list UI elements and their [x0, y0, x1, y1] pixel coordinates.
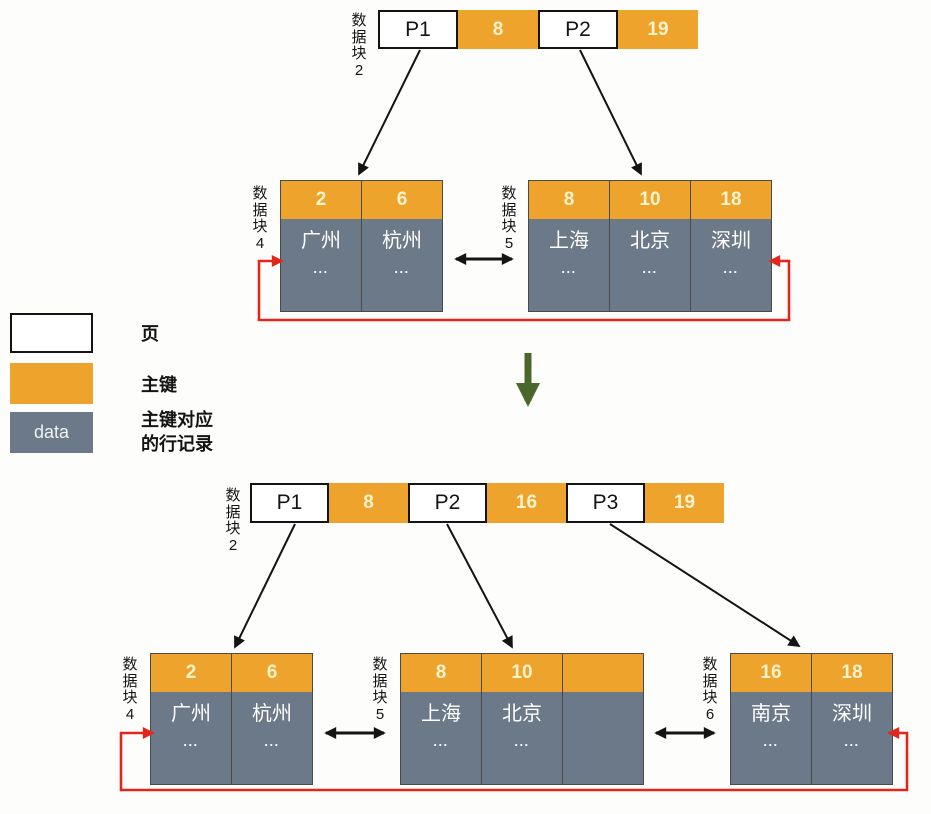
block-label-bottom-root: 数据块2: [225, 487, 241, 554]
row-record-ellipsis: ...: [723, 261, 739, 276]
row-record-value: 广州: [171, 703, 211, 725]
leaf-column: 6 杭州 ...: [362, 181, 442, 311]
legend-data-label: 主键对应的行记录: [141, 410, 213, 454]
bottom-leaf-node-5: 8 上海 ... 10 北京 ...: [400, 653, 644, 785]
pointer-arrow-p2-top: [579, 49, 642, 176]
block-label-top-root: 数据块2: [351, 12, 367, 79]
pointer-cell: P1: [250, 483, 329, 523]
key-cell: 19: [618, 10, 698, 49]
row-record-cell: 北京 ...: [610, 219, 690, 311]
primary-key-cell: 2: [151, 654, 231, 692]
row-record-value: 广州: [301, 230, 341, 252]
pointer-cell: P2: [408, 483, 487, 523]
pointer-arrow-p2-bottom: [446, 523, 513, 649]
row-record-cell: 杭州 ...: [362, 219, 442, 311]
block-label-bottom-leaf6: 数据块6: [702, 656, 718, 723]
primary-key-cell: 8: [529, 181, 609, 219]
legend-data-swatch: data: [10, 412, 93, 453]
leaf-column: 2 广州 ...: [281, 181, 362, 311]
key-cell: 8: [458, 10, 538, 49]
block-label-top-leaf5: 数据块5: [501, 185, 517, 252]
row-record-cell: 上海 ...: [401, 692, 481, 784]
top-root-node: P1 8 P2 19: [378, 10, 698, 49]
legend-key-swatch: [10, 363, 93, 404]
row-record-cell: 北京 ...: [482, 692, 562, 784]
pointer-cell: P3: [566, 483, 645, 523]
leaf-column-empty: [563, 654, 643, 784]
legend-key-label: 主键: [141, 375, 177, 395]
primary-key-cell: 16: [731, 654, 811, 692]
primary-key-cell: 6: [362, 181, 442, 219]
row-record-ellipsis: ...: [561, 261, 577, 276]
leaf-column: 18 深圳 ...: [812, 654, 892, 784]
leaf-column: 10 北京 ...: [482, 654, 563, 784]
row-record-ellipsis: ...: [264, 734, 280, 749]
row-record-value: 上海: [549, 230, 589, 252]
row-record-value: 深圳: [711, 230, 751, 252]
leaf-column: 2 广州 ...: [151, 654, 232, 784]
row-record-cell: 上海 ...: [529, 219, 609, 311]
row-record-value: 深圳: [832, 703, 872, 725]
key-cell: 16: [487, 483, 566, 523]
block-label-top-leaf4: 数据块4: [252, 185, 268, 252]
bottom-leaf-node-4: 2 广州 ... 6 杭州 ...: [150, 653, 313, 785]
legend-page-label: 页: [141, 324, 159, 344]
row-record-value: 杭州: [382, 230, 422, 252]
row-record-ellipsis: ...: [642, 261, 658, 276]
bottom-leaf-node-6: 16 南京 ... 18 深圳 ...: [730, 653, 893, 785]
key-cell: 8: [329, 483, 408, 523]
row-record-value: 北京: [630, 230, 670, 252]
pointer-cell: P2: [538, 10, 618, 49]
row-record-ellipsis: ...: [313, 261, 329, 276]
key-cell: 19: [645, 483, 724, 523]
primary-key-cell: 18: [812, 654, 892, 692]
leaf-column: 8 上海 ...: [401, 654, 482, 784]
pointer-arrow-p3-bottom: [609, 523, 801, 647]
row-record-cell: 南京 ...: [731, 692, 811, 784]
block-label-bottom-leaf4: 数据块4: [122, 656, 138, 723]
row-record-ellipsis: ...: [763, 734, 779, 749]
row-record-ellipsis: ...: [844, 734, 860, 749]
row-record-cell: [563, 692, 643, 784]
bottom-root-node: P1 8 P2 16 P3 19: [250, 483, 724, 523]
pointer-arrow-p1-top: [358, 49, 421, 176]
top-leaf-node-4: 2 广州 ... 6 杭州 ...: [280, 180, 443, 312]
pointer-cell: P1: [378, 10, 458, 49]
row-record-ellipsis: ...: [433, 734, 449, 749]
primary-key-cell: 2: [281, 181, 361, 219]
primary-key-cell: 6: [232, 654, 312, 692]
row-record-cell: 杭州 ...: [232, 692, 312, 784]
leaf-column: 10 北京 ...: [610, 181, 691, 311]
row-record-cell: 广州 ...: [151, 692, 231, 784]
primary-key-cell: 10: [482, 654, 562, 692]
primary-key-cell: [563, 654, 643, 692]
row-record-ellipsis: ...: [183, 734, 199, 749]
block-label-bottom-leaf5: 数据块5: [372, 656, 388, 723]
leaf-column: 8 上海 ...: [529, 181, 610, 311]
row-record-cell: 广州 ...: [281, 219, 361, 311]
legend-data-swatch-text: data: [33, 422, 70, 442]
legend-page-swatch: [10, 313, 93, 353]
top-leaf-node-5: 8 上海 ... 10 北京 ... 18 深圳 ...: [528, 180, 772, 312]
row-record-cell: 深圳 ...: [691, 219, 771, 311]
row-record-ellipsis: ...: [514, 734, 530, 749]
primary-key-cell: 10: [610, 181, 690, 219]
row-record-value: 南京: [751, 703, 791, 725]
row-record-value: 上海: [421, 703, 461, 725]
row-record-value: 杭州: [252, 703, 292, 725]
leaf-column: 6 杭州 ...: [232, 654, 312, 784]
row-record-cell: 深圳 ...: [812, 692, 892, 784]
leaf-column: 18 深圳 ...: [691, 181, 771, 311]
row-record-value: 北京: [502, 703, 542, 725]
leaf-column: 16 南京 ...: [731, 654, 812, 784]
pointer-arrow-p1-bottom: [234, 523, 296, 649]
primary-key-cell: 18: [691, 181, 771, 219]
primary-key-cell: 8: [401, 654, 481, 692]
row-record-ellipsis: ...: [394, 261, 410, 276]
